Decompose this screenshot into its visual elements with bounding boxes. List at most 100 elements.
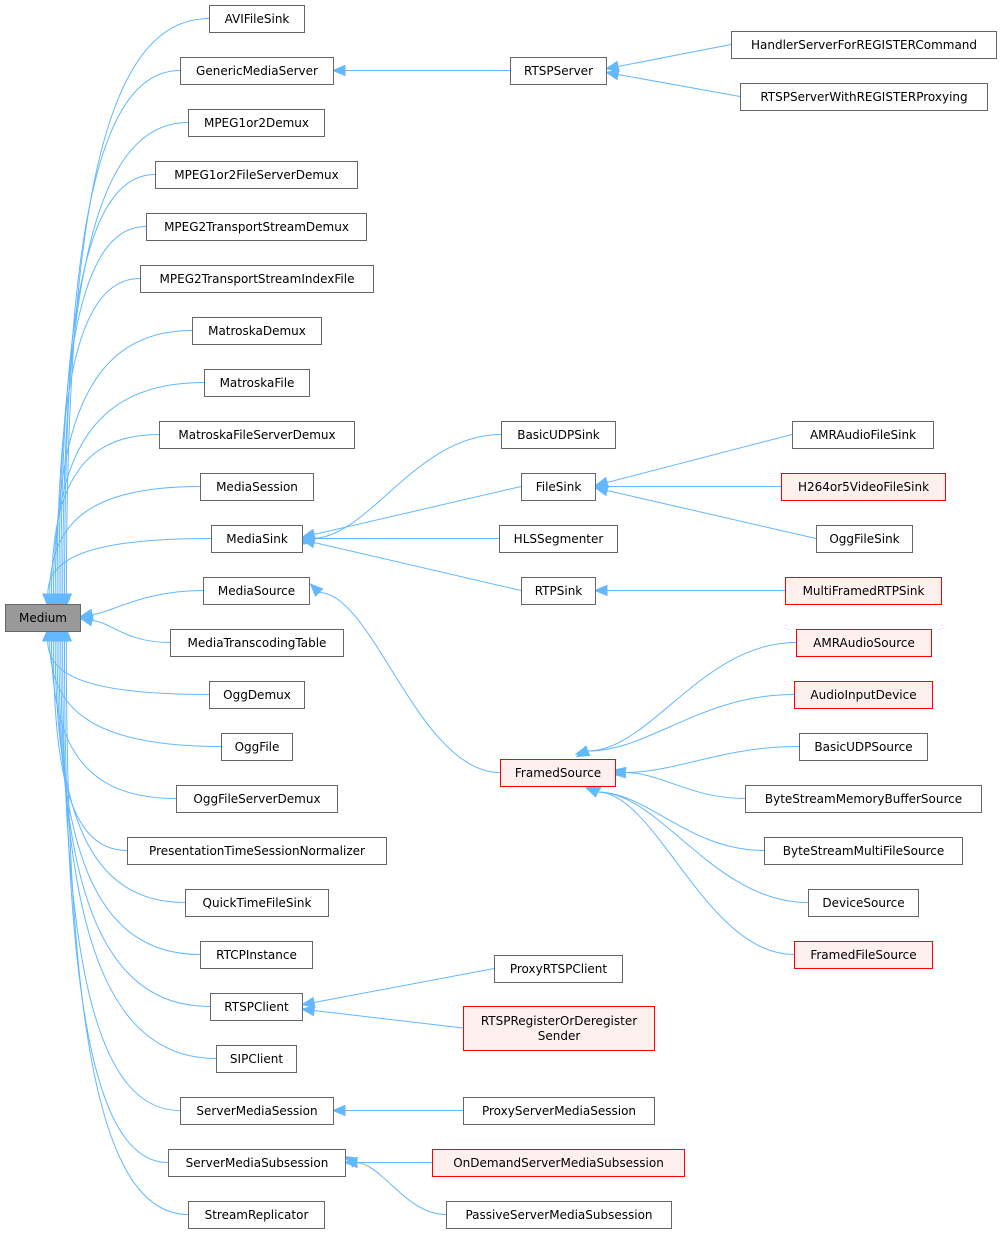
class-node-box <box>200 473 314 501</box>
class-node-byte-stream-multi-file-source[interactable]: ByteStreamMultiFileSource <box>764 837 963 865</box>
class-node-box <box>221 733 293 761</box>
inheritance-edge-media-source-to-medium <box>78 590 204 621</box>
class-node-server-media-subsession[interactable]: ServerMediaSubsession <box>168 1149 346 1177</box>
class-node-media-source[interactable]: MediaSource <box>203 577 310 605</box>
class-node-box <box>200 941 313 969</box>
class-node-box <box>816 525 913 553</box>
class-node-label: SIPClient <box>230 1052 283 1066</box>
inheritance-edge-byte-stream-memory-buffer-source-to-framed-source <box>612 766 746 799</box>
class-node-matroska-file-server-demux[interactable]: MatroskaFileServerDemux <box>159 421 355 449</box>
class-node-box <box>432 1149 685 1177</box>
class-node-media-session[interactable]: MediaSession <box>200 473 314 501</box>
class-node-box <box>463 1097 655 1125</box>
class-node-h264or5-video-file-sink[interactable]: H264or5VideoFileSink <box>781 473 946 501</box>
class-node-label: BasicUDPSink <box>517 428 600 442</box>
class-node-box <box>188 1201 325 1229</box>
class-node-box <box>127 837 387 865</box>
class-node-media-transcoding-table[interactable]: MediaTranscodingTable <box>170 629 344 657</box>
inheritance-edge-media-session-to-medium <box>43 486 201 608</box>
inheritance-edge-file-sink-to-media-sink <box>301 486 522 540</box>
class-node-avi-file-sink[interactable]: AVIFileSink <box>209 5 305 33</box>
class-node-label: Sender <box>538 1029 581 1043</box>
class-node-audio-input-device[interactable]: AudioInputDevice <box>794 681 933 709</box>
inheritance-edge-ogg-file-sink-to-file-sink <box>594 485 817 539</box>
class-node-matroska-demux[interactable]: MatroskaDemux <box>192 317 322 345</box>
class-node-label: MPEG1or2Demux <box>204 116 309 130</box>
class-node-matroska-file[interactable]: MatroskaFile <box>204 369 310 397</box>
class-node-ogg-file-sink[interactable]: OggFileSink <box>816 525 913 553</box>
class-node-box <box>176 785 338 813</box>
class-node-amr-audio-source[interactable]: AMRAudioSource <box>796 629 932 657</box>
class-node-label: MPEG1or2FileServerDemux <box>174 168 338 182</box>
class-node-label: BasicUDPSource <box>814 740 912 754</box>
class-node-generic-media-server[interactable]: GenericMediaServer <box>180 57 334 85</box>
class-node-medium[interactable]: Medium <box>5 604 81 632</box>
class-node-label: MPEG2TransportStreamDemux <box>164 220 349 234</box>
class-node-media-sink[interactable]: MediaSink <box>211 525 303 553</box>
class-node-sip-client[interactable]: SIPClient <box>216 1045 297 1073</box>
class-node-rtp-sink[interactable]: RTPSink <box>521 577 596 605</box>
class-node-file-sink[interactable]: FileSink <box>521 473 596 501</box>
class-node-framed-source[interactable]: FramedSource <box>500 759 616 787</box>
class-node-label: MediaSink <box>226 532 288 546</box>
class-node-label: MatroskaFile <box>220 376 295 390</box>
class-node-box <box>188 109 325 137</box>
class-node-box <box>168 1149 346 1177</box>
class-node-rtsp-client[interactable]: RTSPClient <box>210 993 303 1021</box>
class-node-box <box>731 31 997 59</box>
class-node-ogg-demux[interactable]: OggDemux <box>209 681 305 709</box>
class-node-box <box>170 629 344 657</box>
inheritance-edge-server-media-session-to-medium <box>56 627 181 1111</box>
class-node-on-demand-server-media-subsession[interactable]: OnDemandServerMediaSubsession <box>432 1149 685 1177</box>
class-node-mpeg2-transport-stream-index-file[interactable]: MPEG2TransportStreamIndexFile <box>140 265 374 293</box>
class-node-label: OggDemux <box>223 688 291 702</box>
class-node-box <box>794 681 933 709</box>
inheritance-edge-h264or5-video-file-sink-to-file-sink <box>593 480 781 493</box>
class-node-rtsp-server-with-register-proxying[interactable]: RTSPServerWithREGISTERProxying <box>740 83 988 111</box>
inheritance-edge-proxy-server-media-session-to-server-media-session <box>331 1104 463 1117</box>
inheritance-edge-mpeg2-transport-stream-index-file-to-medium <box>51 278 141 608</box>
class-node-ogg-file-server-demux[interactable]: OggFileServerDemux <box>176 785 338 813</box>
inheritance-edge-framed-source-to-media-source <box>309 583 501 773</box>
inheritance-edge-handler-server-for-register-command-to-rtsp-server <box>604 44 732 73</box>
inheritance-edge-amr-audio-file-sink-to-file-sink <box>594 434 793 488</box>
class-node-label: ProxyServerMediaSession <box>482 1104 636 1118</box>
class-node-multi-framed-rtp-sink[interactable]: MultiFramedRTPSink <box>785 577 942 605</box>
class-node-quick-time-file-sink[interactable]: QuickTimeFileSink <box>185 889 329 917</box>
class-node-amr-audio-file-sink[interactable]: AMRAudioFileSink <box>792 421 934 449</box>
class-node-device-source[interactable]: DeviceSource <box>808 889 919 917</box>
class-node-mpeg1or2-file-server-demux[interactable]: MPEG1or2FileServerDemux <box>155 161 358 189</box>
class-node-rtcp-instance[interactable]: RTCPInstance <box>200 941 313 969</box>
class-node-mpeg1or2-demux[interactable]: MPEG1or2Demux <box>188 109 325 137</box>
class-node-stream-replicator[interactable]: StreamReplicator <box>188 1201 325 1229</box>
class-node-box <box>216 1045 297 1073</box>
class-node-label: FileSink <box>536 480 582 494</box>
class-node-label: MediaSource <box>218 584 295 598</box>
class-node-basic-udp-sink[interactable]: BasicUDPSink <box>501 421 616 449</box>
class-node-label: AudioInputDevice <box>810 688 916 702</box>
class-node-box <box>210 993 303 1021</box>
class-node-proxy-rtsp-client[interactable]: ProxyRTSPClient <box>494 955 623 983</box>
class-node-byte-stream-memory-buffer-source[interactable]: ByteStreamMemoryBufferSource <box>745 785 982 813</box>
class-node-ogg-file[interactable]: OggFile <box>221 733 293 761</box>
class-node-rtsp-server[interactable]: RTSPServer <box>510 57 607 85</box>
class-node-label: PresentationTimeSessionNormalizer <box>149 844 365 858</box>
inheritance-edge-matroska-demux-to-medium <box>49 330 193 608</box>
class-node-hls-segmenter[interactable]: HLSSegmenter <box>499 525 618 553</box>
inheritance-edge-basic-udp-source-to-framed-source <box>611 746 800 779</box>
class-node-basic-udp-source[interactable]: BasicUDPSource <box>799 733 928 761</box>
class-node-mpeg2-transport-stream-demux[interactable]: MPEG2TransportStreamDemux <box>146 213 367 241</box>
class-node-box <box>211 525 303 553</box>
class-node-presentation-time-session-normalizer[interactable]: PresentationTimeSessionNormalizer <box>127 837 387 865</box>
class-node-box <box>740 83 988 111</box>
class-node-passive-server-media-subsession[interactable]: PassiveServerMediaSubsession <box>446 1201 672 1229</box>
class-node-label: MediaSession <box>216 480 298 494</box>
class-node-framed-file-source[interactable]: FramedFileSource <box>794 941 933 969</box>
class-node-handler-server-for-register-command[interactable]: HandlerServerForREGISTERCommand <box>731 31 997 59</box>
class-node-label: RTSPServerWithREGISTERProxying <box>760 90 967 104</box>
class-node-box <box>792 421 934 449</box>
class-node-proxy-server-media-session[interactable]: ProxyServerMediaSession <box>463 1097 655 1125</box>
class-node-server-media-session[interactable]: ServerMediaSession <box>180 1097 334 1125</box>
